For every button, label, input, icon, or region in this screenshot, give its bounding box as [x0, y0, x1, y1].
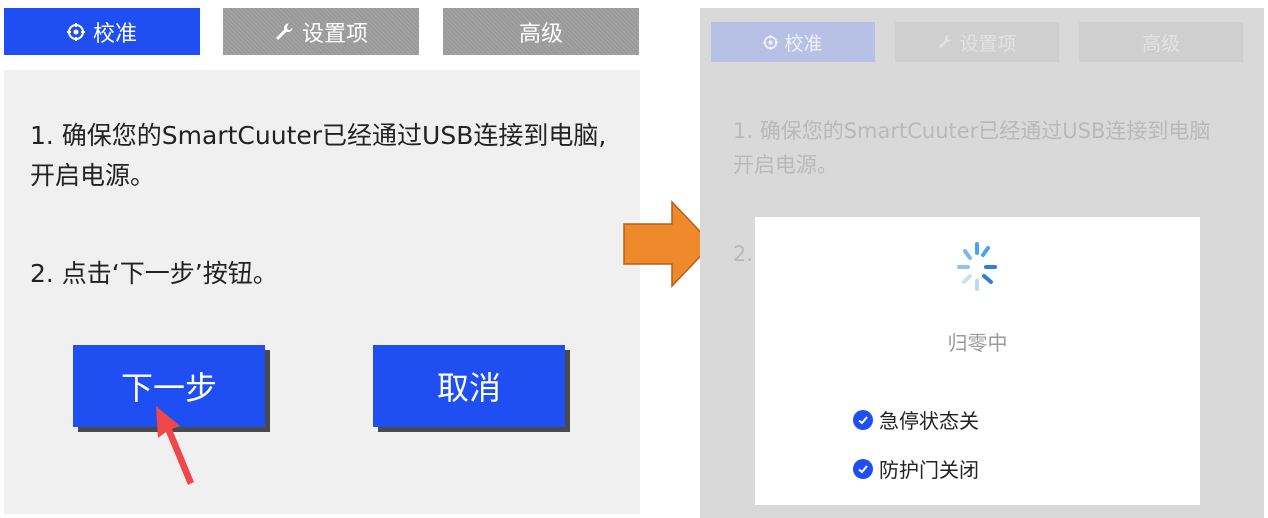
- cancel-button[interactable]: 取消: [373, 345, 565, 427]
- calibration-panel: [4, 70, 640, 514]
- step1-line2: 开启电源。: [733, 153, 838, 177]
- step1-line1: 1. 确保您的SmartCuuter已经通过USB连接到电脑: [733, 119, 1211, 143]
- step2-fragment-dimmed: 2.: [733, 242, 754, 266]
- check-label: 急停状态关: [879, 409, 979, 433]
- homing-status: 归零中: [947, 331, 1008, 355]
- tab-label: 校准: [92, 21, 137, 47]
- wrench-icon: [274, 22, 294, 42]
- step2-instruction: 2. 点击‘下一步’按钮。: [30, 259, 278, 288]
- loading-spinner-icon: [957, 242, 997, 291]
- homing-dialog: 归零中 急停状态关 防护门关闭: [755, 217, 1200, 505]
- tab-calibrate[interactable]: 校准: [4, 8, 200, 55]
- step1-line1: 1. 确保您的SmartCuuter已经通过USB连接到电脑,: [30, 121, 607, 150]
- tab-settings-dimmed: 设置项: [895, 22, 1059, 62]
- checkmark-icon: [853, 409, 873, 430]
- wrench-icon: [937, 34, 953, 50]
- next-button[interactable]: 下一步: [73, 345, 265, 427]
- tab-label: 高级: [1141, 32, 1180, 55]
- crosshair-icon: [66, 22, 85, 41]
- tab-advanced[interactable]: 高级: [443, 8, 639, 55]
- transition-arrow-icon: [623, 200, 714, 288]
- checkmark-icon: [853, 458, 873, 479]
- check-guard-door: 防护门关闭: [853, 454, 979, 483]
- tab-label: 设置项: [959, 32, 1017, 55]
- check-estop: 急停状态关: [853, 405, 979, 434]
- tab-advanced-dimmed: 高级: [1079, 22, 1243, 62]
- pointer-arrow-icon: [156, 406, 194, 485]
- tab-settings[interactable]: 设置项: [223, 8, 419, 55]
- tab-label: 高级: [518, 21, 563, 47]
- tab-calibrate-dimmed: 校准: [711, 22, 875, 62]
- tab-label: 设置项: [301, 21, 368, 47]
- tab-label: 校准: [784, 32, 823, 55]
- step1-instruction: 1. 确保您的SmartCuuter已经通过USB连接到电脑, 开启电源。: [30, 116, 638, 196]
- step1-line2: 开启电源。: [30, 161, 156, 190]
- check-label: 防护门关闭: [879, 458, 979, 482]
- step1-instruction-dimmed: 1. 确保您的SmartCuuter已经通过USB连接到电脑 开启电源。: [733, 114, 1253, 182]
- crosshair-icon: [763, 34, 779, 50]
